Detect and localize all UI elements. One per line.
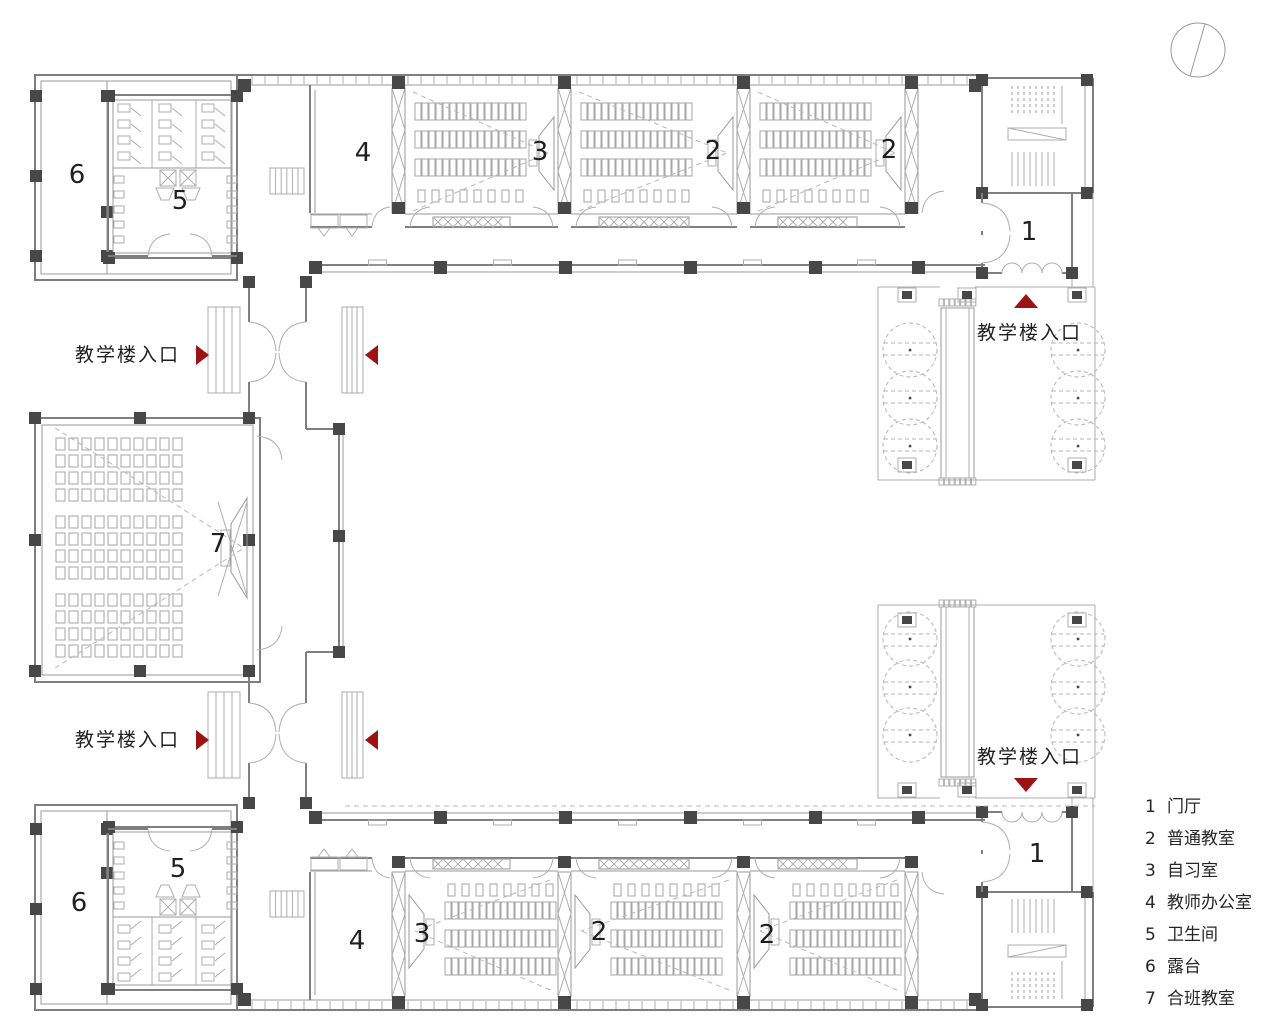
room-number-label: 1 [1029,839,1046,869]
entrance-label: 教学楼入口 [75,729,180,751]
room-number-label: 2 [705,136,722,166]
room-number-label: 5 [172,186,189,216]
entrance-arrow-icon [1014,294,1038,308]
room-number-label: 1 [1021,217,1038,247]
legend-item: 3 自习室 [1145,856,1252,888]
legend-item-number: 6 [1145,957,1156,977]
entrance-arrow-icon [365,730,378,750]
legend-item: 7 合班教室 [1145,984,1252,1016]
room-number-label: 2 [591,917,608,947]
legend-item-label: 教师办公室 [1167,893,1252,913]
north-classrooms [391,76,919,228]
south-classrooms [391,856,919,1009]
legend: 1 门厅 2 普通教室 3 自习室 4 教师办公室 5 卫生间 6 露台 7 合班教室 [1145,792,1252,1016]
legend-item-label: 自习室 [1167,861,1218,881]
south-wing [30,599,1106,1011]
room-number-label: 4 [355,138,372,168]
entrance-label: 教学楼入口 [75,344,180,366]
entrance-arrow-icon [196,730,209,750]
room-number-label: 6 [69,160,86,190]
legend-item-label: 门厅 [1167,797,1201,817]
legend-item: 5 卫生间 [1145,920,1252,952]
entrance-arrow-icon [365,345,378,365]
north-arrow-icon [1170,22,1226,78]
legend-item-number: 5 [1145,925,1156,945]
entrance-label: 教学楼入口 [977,746,1082,768]
legend-item-number: 3 [1145,861,1156,881]
room-number-label: 5 [170,854,187,884]
entrance-label: 教学楼入口 [977,322,1082,344]
legend-item-label: 露台 [1167,957,1201,977]
entrance-arrow-icon [196,345,209,365]
legend-item: 4 教师办公室 [1145,888,1252,920]
north-wing [30,74,1106,486]
room-7-lecture-hall [29,400,345,685]
legend-item-number: 1 [1145,797,1156,817]
legend-item: 2 普通教室 [1145,824,1252,856]
room-number-label: 4 [349,926,366,956]
legend-item: 1 门厅 [1145,792,1252,824]
legend-item-label: 合班教室 [1167,989,1235,1009]
room-number-label: 3 [414,919,431,949]
entrance-arrow-icon [1014,778,1038,792]
legend-item-number: 2 [1145,829,1156,849]
room-number-label: 2 [881,135,898,165]
room-number-label: 7 [210,529,227,559]
room-number-label: 2 [759,920,776,950]
legend-item-number: 7 [1145,989,1156,1009]
legend-item-number: 4 [1145,893,1156,913]
room-number-label: 6 [71,888,88,918]
legend-item: 6 露台 [1145,952,1252,984]
legend-item-label: 卫生间 [1167,925,1218,945]
legend-item-label: 普通教室 [1167,829,1235,849]
room-number-label: 3 [532,137,549,167]
